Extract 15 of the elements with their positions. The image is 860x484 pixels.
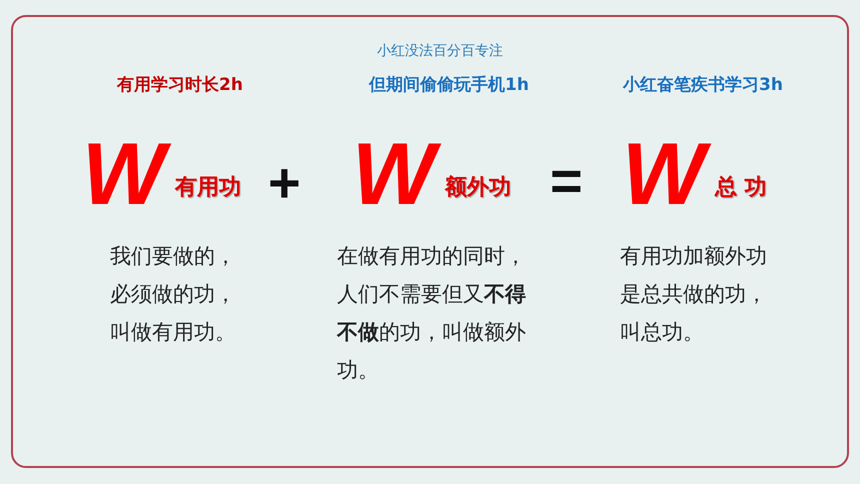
operator-text: + <box>268 155 301 211</box>
symbol-text: W <box>622 130 714 218</box>
caption-text: 小红没法百分百专注 <box>377 42 503 60</box>
symbol-text: W <box>82 130 174 218</box>
operator-text: = <box>550 153 583 209</box>
paragraph-text: 在做有用功的同时，人们不需要但又不得不做的功，叫做额外功。 <box>337 243 527 384</box>
paragraph-text: 有用功加额外功是总共做的功，叫总功。 <box>620 243 768 346</box>
symbol-text: W <box>352 130 444 218</box>
heading-text: 小红奋笔疾书学习3h <box>623 74 783 96</box>
paragraph-text: 我们要做的，必须做的功，叫做有用功。 <box>110 243 237 346</box>
heading-text: 但期间偷偷玩手机1h <box>369 74 529 96</box>
subscript-text: 有用功 <box>175 174 241 202</box>
heading-text: 有用学习时长2h <box>117 74 243 96</box>
subscript-text: 总 功 <box>715 174 767 202</box>
subscript-text: 额外功 <box>445 174 511 202</box>
